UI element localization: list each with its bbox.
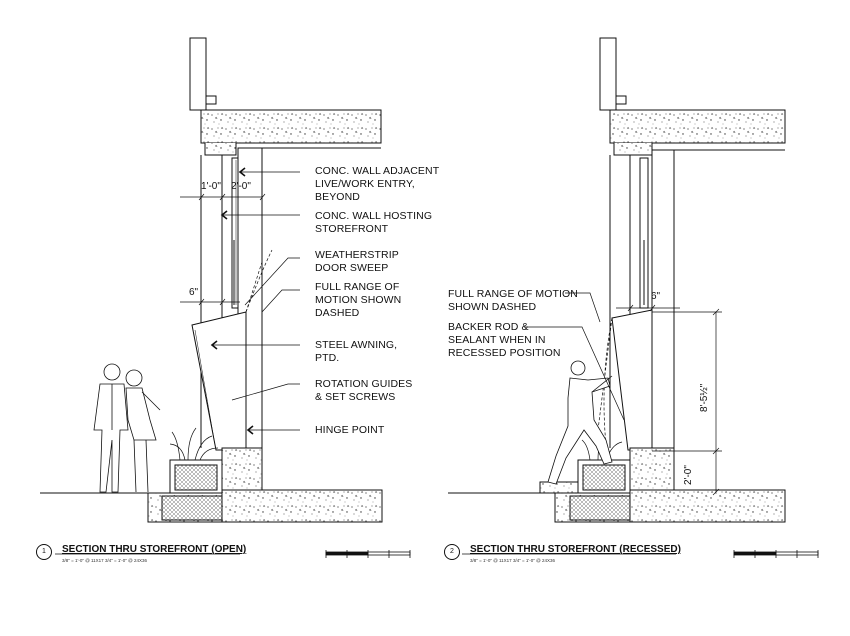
steel-awning-right <box>611 309 653 451</box>
dim-6in-left: 6" <box>189 287 199 298</box>
note-full-range-left: FULL RANGE OF MOTION SHOWN DASHED <box>315 281 402 319</box>
note-hinge-point: HINGE POINT <box>315 424 385 436</box>
upper-wall-left <box>189 37 207 111</box>
motion-arc-left <box>245 249 273 313</box>
foundation-right <box>629 447 675 494</box>
foundation-left <box>221 447 263 494</box>
dim-1ft-left: 1'-0" <box>201 181 221 192</box>
scale-note-2: 3/8" = 1'-0" @ 11X17 3/4" = 1'-0" @ 24X3… <box>470 558 555 563</box>
note-full-range-right: FULL RANGE OF MOTION SHOWN DASHED <box>448 288 578 313</box>
section-number-1: 1 <box>36 544 52 560</box>
title-blocks <box>55 550 819 558</box>
step-right <box>539 481 579 494</box>
scale-note-1: 3/8" = 1'-0" @ 11X17 3/4" = 1'-0" @ 24X3… <box>62 558 147 563</box>
leader-lines-left <box>212 171 300 431</box>
note-conc-wall-adjacent: CONC. WALL ADJACENT LIVE/WORK ENTRY, BEY… <box>315 165 440 203</box>
steel-awning-left <box>191 311 247 451</box>
scale-bar-right <box>733 550 819 558</box>
note-rotation-guides: ROTATION GUIDES & SET SCREWS <box>315 378 413 403</box>
dim-2ft-left: 2'-0" <box>231 181 251 192</box>
scale-bar-left <box>325 550 411 558</box>
title-section-1: SECTION THRU STOREFRONT (OPEN) <box>62 544 247 555</box>
plant-left <box>169 427 219 461</box>
note-weatherstrip: WEATHERSTRIP DOOR SWEEP <box>315 249 399 274</box>
section-1-open <box>40 37 383 523</box>
section-2-recessed <box>448 37 786 523</box>
people-figures <box>93 363 161 493</box>
dim-8ft-right: 8'-5½" <box>699 383 710 412</box>
leader-arrows-left <box>210 167 254 435</box>
dimension-lines-right <box>616 304 722 496</box>
note-steel-awning: STEEL AWNING, PTD. <box>315 339 398 364</box>
title-section-2: SECTION THRU STOREFRONT (RECESSED) <box>470 544 681 555</box>
note-backer-rod: BACKER ROD & SEALANT WHEN IN RECESSED PO… <box>448 321 561 359</box>
dimension-lines-left <box>180 193 266 306</box>
person-pushing <box>547 360 613 485</box>
dim-6in-right: 6" <box>651 291 661 302</box>
slab-left <box>200 109 382 144</box>
upper-wall-right <box>599 37 617 111</box>
note-conc-wall-hosting: CONC. WALL HOSTING STOREFRONT <box>315 210 433 235</box>
leader-lines-right <box>525 292 625 421</box>
slab-right <box>609 109 786 144</box>
wall-hosting-right <box>651 149 675 496</box>
section-number-2: 2 <box>444 544 460 560</box>
dim-2ft-right: 2'-0" <box>683 465 694 485</box>
